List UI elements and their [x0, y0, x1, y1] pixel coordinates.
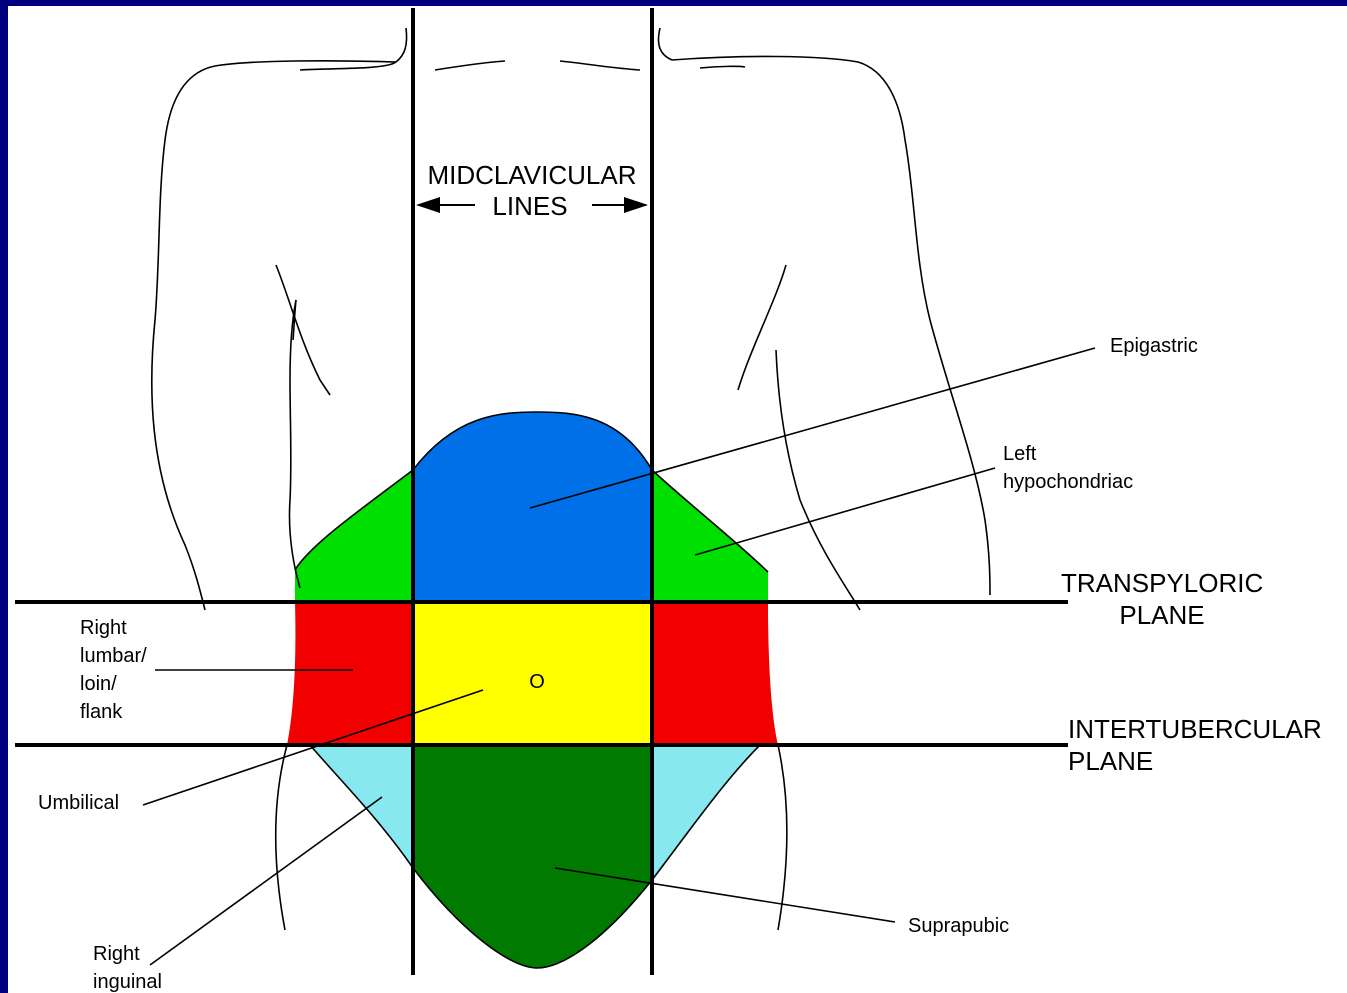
abdominal-regions-diagram: MIDCLAVICULAR LINES Epigastric Left hypo…	[8, 6, 1347, 993]
navel-marker: O	[529, 671, 545, 693]
diagram-frame: MIDCLAVICULAR LINES Epigastric Left hypo…	[8, 6, 1347, 993]
label-right-lumbar-line4: flank	[80, 701, 123, 723]
region-right-hypochondriac	[295, 470, 413, 602]
region-left-hypochondriac	[652, 470, 768, 602]
label-midclavicular-line2: LINES	[492, 191, 567, 221]
label-epigastric: Epigastric	[1110, 335, 1198, 357]
label-midclavicular-line1: MIDCLAVICULAR	[427, 160, 636, 190]
region-left-lumbar	[652, 602, 778, 745]
label-transpyloric-line1: TRANSPYLORIC	[1061, 568, 1263, 598]
region-right-lumbar	[287, 602, 413, 745]
label-left-hypochondriac-line2: hypochondriac	[1003, 471, 1133, 493]
label-suprapubic: Suprapubic	[908, 915, 1009, 937]
label-right-inguinal-line2: inguinal	[93, 971, 162, 993]
leader-right-inguinal	[150, 797, 382, 965]
label-transpyloric-line2: PLANE	[1119, 600, 1204, 630]
label-right-inguinal-line1: Right	[93, 943, 140, 965]
label-right-lumbar-line2: lumbar/	[80, 645, 147, 667]
label-right-lumbar-line1: Right	[80, 617, 127, 639]
label-left-hypochondriac-line1: Left	[1003, 443, 1037, 465]
label-intertubercular-line2: PLANE	[1068, 746, 1153, 776]
region-suprapubic	[413, 745, 652, 968]
label-right-lumbar-line3: loin/	[80, 673, 117, 695]
label-intertubercular-line1: INTERTUBERCULAR	[1068, 714, 1322, 744]
label-umbilical: Umbilical	[38, 792, 119, 814]
leader-left-hypochondriac	[695, 468, 995, 555]
